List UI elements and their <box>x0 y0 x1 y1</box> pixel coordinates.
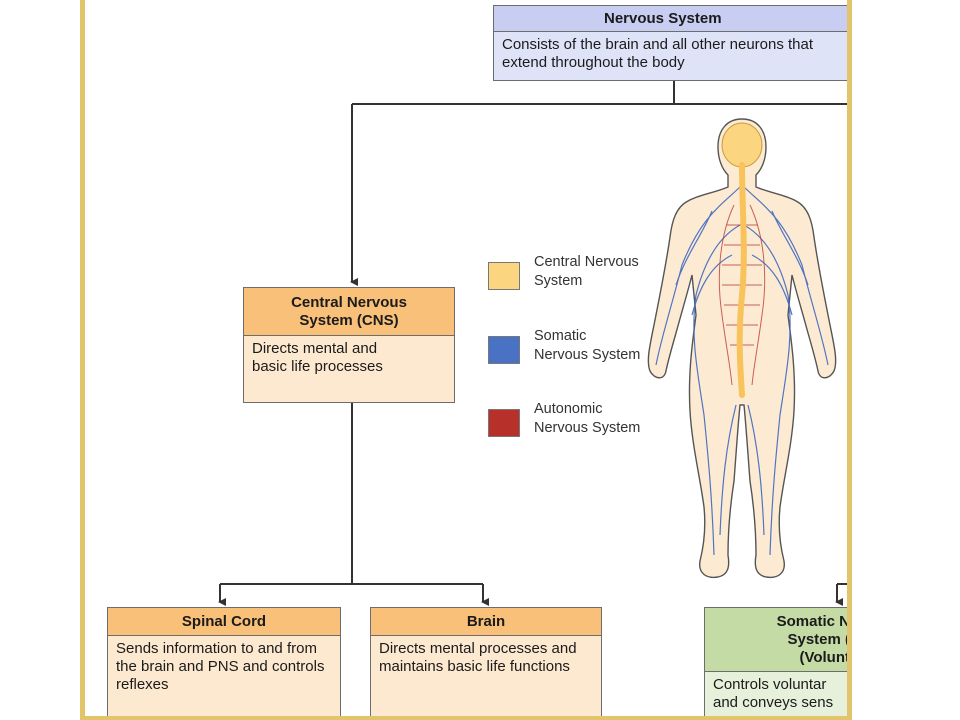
spinal-cord-title: Spinal Cord <box>108 608 340 636</box>
cns-box: Central Nervous System (CNS) Directs men… <box>243 287 455 403</box>
spinal-cord-box: Spinal Cord Sends information to and fro… <box>107 607 341 716</box>
cns-title: Central Nervous System (CNS) <box>244 288 454 336</box>
central-nervous-swatch <box>488 262 520 290</box>
brain-title: Brain <box>371 608 601 636</box>
somatic-description: Controls voluntar and conveys sens <box>705 672 847 716</box>
somatic-title-line-3: (Volunt <box>799 648 850 666</box>
somatic-description-line-1: Controls voluntar <box>713 676 827 693</box>
legend-label-autonomic: Autonomic Nervous System <box>534 401 641 436</box>
cns-description: Directs mental and basic life processes <box>252 340 383 375</box>
somatic-nervous-system-box: Somatic N System ( (Volunt Controls volu… <box>704 607 850 716</box>
somatic-title-line-2: System ( <box>787 630 850 648</box>
spinal-cord-description: Sends information to and from the brain … <box>116 640 325 693</box>
hierarchy-connectors <box>218 80 847 606</box>
legend-label-central: Central Nervous System <box>534 254 639 289</box>
nervous-system-description: Consists of the brain and all other neur… <box>502 36 814 71</box>
somatic-title-line-1: Somatic N <box>776 612 850 630</box>
nervous-system-title: Nervous System <box>494 6 847 32</box>
nervous-system-box: Nervous System Consists of the brain and… <box>493 5 847 81</box>
somatic-description-line-2: and conveys sens <box>713 694 834 711</box>
autonomic-nervous-swatch <box>488 409 520 437</box>
somatic-nervous-swatch <box>488 336 520 364</box>
diagram-frame: Nervous System Consists of the brain and… <box>80 0 852 720</box>
legend-label-somatic: Somatic Nervous System <box>534 328 641 363</box>
somatic-title: Somatic N System ( (Volunt <box>705 608 850 672</box>
brain-description: Directs mental processes and maintains b… <box>379 640 577 675</box>
human-body-nervous-system-illustration <box>647 118 837 579</box>
brain-box: Brain Directs mental processes and maint… <box>370 607 602 716</box>
